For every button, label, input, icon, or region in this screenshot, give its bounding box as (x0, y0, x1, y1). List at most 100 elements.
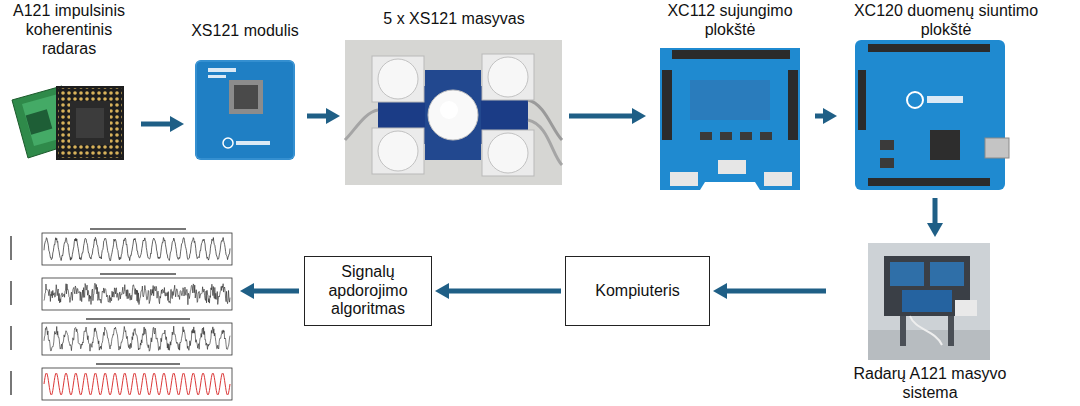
signal-chart-illustration-part (10, 281, 12, 305)
radar-array-photo-part (425, 70, 481, 160)
connection-board-illustration-part (720, 132, 732, 140)
radar-array-photo-part (345, 40, 562, 185)
node-label: XS121 modulis (191, 22, 299, 41)
array-system-photo (868, 243, 990, 360)
array-system-photo-part (930, 262, 964, 286)
signal-trace (44, 237, 230, 261)
radar-array-photo-part (440, 101, 458, 119)
module-illustration-part (196, 61, 294, 159)
process-box: Kompiuteris (565, 256, 710, 326)
figure-node: XS121 modulis (187, 20, 303, 165)
array-system-photo-part (948, 316, 954, 346)
radar-array-photo (345, 40, 562, 185)
flow-arrow (727, 289, 826, 294)
radar-array-photo-part (488, 133, 528, 173)
array-system-photo-part (868, 330, 990, 360)
module-illustration (195, 60, 295, 160)
transmit-board-illustration-part (907, 92, 923, 108)
connection-board-illustration-part (764, 172, 792, 186)
connection-board-illustration-part (700, 132, 712, 140)
signal-chart-illustration-part (86, 318, 190, 320)
connection-board-illustration-part (718, 160, 746, 174)
radar-array-photo-part (378, 59, 418, 99)
node-label: Kompiuteris (595, 282, 679, 301)
transmit-board-illustration-part (927, 96, 963, 103)
radar-array-photo-part (482, 130, 534, 176)
module-illustration-part (223, 138, 233, 148)
radar-array-photo-part (482, 54, 534, 100)
radar-array-photo-part (372, 56, 424, 102)
transmit-board-illustration-part (868, 178, 990, 186)
signal-chart-illustration (10, 228, 232, 400)
connection-board-illustration-part (760, 132, 772, 140)
transmit-board-illustration-part (880, 140, 894, 150)
output-arrow (254, 291, 299, 292)
radar-chip-illustration-part (56, 86, 124, 160)
radar-array-photo-part (488, 57, 528, 97)
transmit-board-illustration-part (858, 70, 866, 130)
radar-array-photo-part (378, 131, 418, 171)
array-system-photo-part (868, 243, 990, 360)
node-label: Signalų apdorojimo algoritmas (311, 263, 425, 320)
flow-arrow (569, 114, 632, 119)
transmit-board-illustration-part (855, 40, 1005, 190)
figure-node: Radarų A121 masyvo sistema (830, 240, 1030, 404)
signal-chart-illustration-part (42, 323, 232, 355)
transmit-board-illustration-part (868, 44, 990, 52)
radar-chip-illustration-part (76, 108, 104, 138)
signal-trace (44, 283, 230, 305)
process-box: Signalų apdorojimo algoritmas (304, 256, 432, 326)
connection-board-illustration (660, 48, 800, 190)
signal-chart-illustration-part (90, 228, 186, 230)
radar-array-photo-part (372, 128, 424, 174)
transmit-board-illustration (855, 40, 1009, 190)
node-label: XC112 sujungimo plokštė (649, 2, 811, 40)
signal-chart-illustration-part (10, 371, 12, 395)
flow-arrow (815, 114, 823, 119)
radar-chip-illustration-part (58, 88, 122, 158)
radar-chip-illustration-part (70, 101, 110, 145)
signal-chart-illustration-part (42, 233, 232, 265)
signal-trace (44, 326, 230, 351)
signal-chart-illustration-part (42, 368, 232, 400)
figure-node: A121 impulsinis koherentinis radaras (1, 0, 137, 178)
array-system-photo-part (890, 262, 924, 286)
flow-arrow (933, 198, 938, 223)
signal-trace (44, 373, 230, 395)
module-illustration-part (208, 68, 236, 72)
signal-chart-illustration-part (100, 273, 176, 275)
figure-node: XC112 sujungimo plokštė (649, 0, 811, 194)
radar-array-photo-part (428, 90, 478, 140)
transmit-board-illustration-part (880, 158, 894, 168)
flow-arrow (141, 122, 170, 127)
flow-arrow (449, 289, 561, 294)
signal-chart-illustration-part (10, 326, 12, 350)
node-label: XC120 duomenų siuntimo plokštė (840, 2, 1052, 40)
signal-chart-illustration-part (42, 278, 232, 310)
flow-arrow (307, 114, 326, 119)
radar-chip-illustration-part (26, 109, 53, 134)
signal-chart-illustration-part (10, 236, 12, 260)
module-illustration-part (195, 60, 295, 160)
radar-chip-illustration (12, 86, 124, 160)
array-system-photo-part (910, 316, 942, 345)
node-label: Radarų A121 masyvo sistema (830, 365, 1030, 403)
transmit-board-illustration-part (930, 130, 960, 160)
module-illustration-part (208, 75, 226, 78)
connection-board-illustration-part (662, 70, 672, 140)
module-illustration-part (229, 80, 263, 114)
connection-board-illustration-part (788, 70, 798, 140)
transmit-board-illustration-part (985, 138, 1009, 158)
connector-layer-part (141, 116, 935, 291)
module-illustration-part (236, 141, 270, 145)
figure-node: 5 x XS121 masyvas (343, 8, 565, 188)
connection-board-illustration-part (670, 172, 698, 186)
node-label: 5 x XS121 masyvas (383, 10, 524, 29)
figure-node: XC120 duomenų siuntimo plokštė (840, 0, 1052, 194)
connection-board-illustration-part (672, 50, 790, 59)
array-system-photo-part (900, 316, 906, 346)
module-illustration-part (234, 85, 258, 109)
